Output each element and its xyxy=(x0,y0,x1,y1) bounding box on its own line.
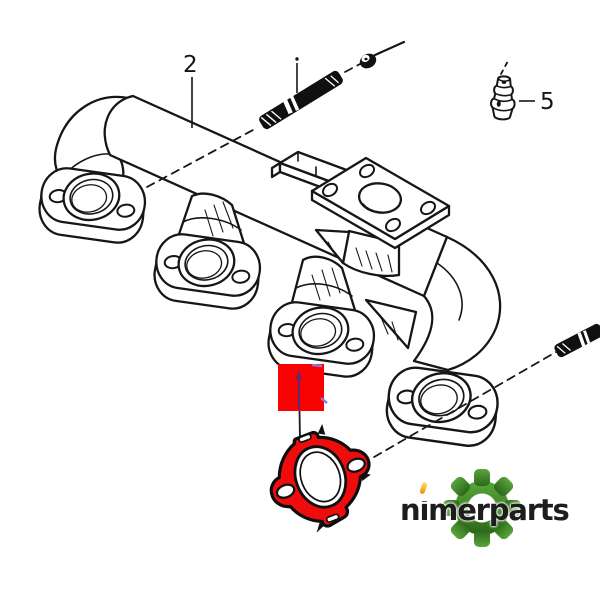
dashed-axis-right-stud xyxy=(361,351,557,465)
dashed-axis-washer xyxy=(344,63,361,73)
stud-leader-dot xyxy=(295,57,299,61)
port-flange-4 xyxy=(382,356,504,451)
plug-fitting xyxy=(490,75,516,121)
exhaust-manifold-drawing xyxy=(34,94,504,451)
manifold-outlet-elbow xyxy=(412,235,502,372)
washer xyxy=(359,40,406,69)
dashed-axis-top-stud xyxy=(146,129,254,188)
highlight-artifact xyxy=(320,397,328,404)
gasket-highlighted[interactable] xyxy=(255,413,386,543)
turbo-mount-flange xyxy=(310,156,451,250)
highlight-annotation[interactable] xyxy=(278,363,328,440)
highlight-artifact xyxy=(311,363,323,368)
highlight-leader-to-gasket xyxy=(298,410,301,440)
nimerparts-logo: nimerparts xyxy=(394,466,584,556)
callout-2-label[interactable]: 2 xyxy=(183,52,198,78)
gear-icon xyxy=(443,469,521,547)
stud-top xyxy=(259,70,343,130)
watermark-text: nimerparts xyxy=(400,493,570,527)
dashed-axis-plug xyxy=(500,58,510,75)
stud-right xyxy=(554,323,600,358)
highlight-box[interactable] xyxy=(278,364,324,411)
port-flange-1 xyxy=(34,157,151,248)
port-flange-2 xyxy=(149,223,266,314)
highlight-leader-arrow xyxy=(295,371,303,379)
i-dot-mask xyxy=(418,493,427,501)
callout-5-label[interactable]: 5 xyxy=(540,89,555,115)
